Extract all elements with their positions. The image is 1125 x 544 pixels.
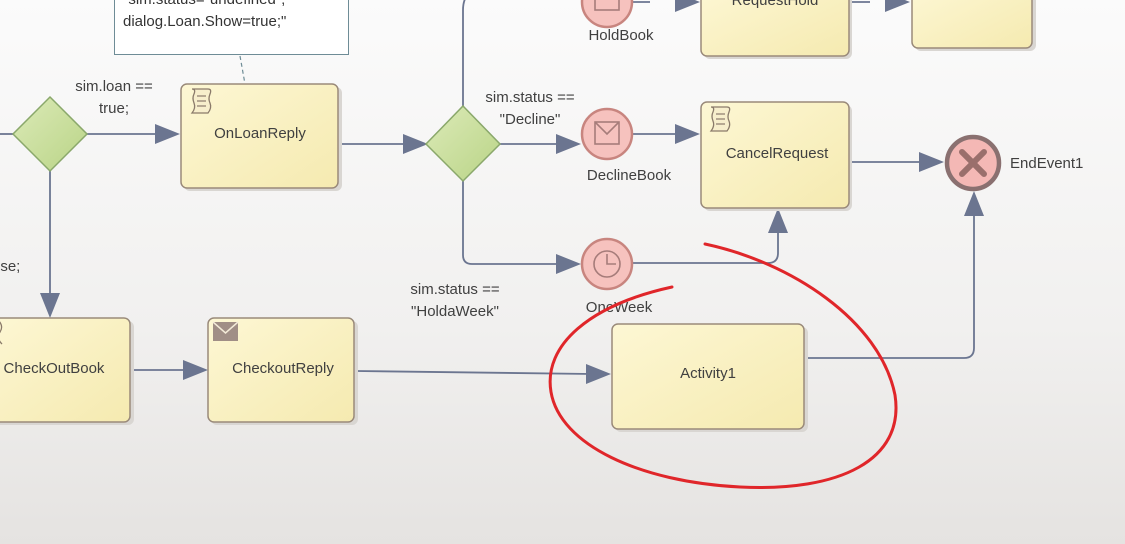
- task-checkout-reply-label: CheckoutReply: [232, 360, 334, 377]
- condition-holdweek-line1: sim.status ==: [410, 281, 499, 298]
- event-hold-book-label: HoldBook: [588, 27, 654, 44]
- condition-else: lse;: [0, 258, 20, 275]
- end-event-label: EndEvent1: [1010, 155, 1083, 172]
- task-on-loan-reply-label: OnLoanReply: [214, 125, 306, 142]
- task-cancel-request[interactable]: CancelRequest: [700, 101, 852, 211]
- note-line-2: dialog.Loan.Show=true;": [123, 13, 287, 30]
- task-check-out-book[interactable]: CheckOutBook: [0, 317, 134, 425]
- script-icon: [709, 106, 731, 132]
- event-decline-book[interactable]: DeclineBook: [580, 107, 672, 184]
- timer-icon: [593, 250, 621, 278]
- script-icon: [0, 321, 3, 345]
- task-check-out-book-label: CheckOutBook: [4, 360, 105, 377]
- task-request-hold-label: RequestHold: [732, 0, 819, 9]
- event-decline-book-label: DeclineBook: [587, 167, 672, 184]
- task-checkout-reply[interactable]: CheckoutReply: [207, 317, 358, 425]
- sequence-flows: [0, 0, 984, 384]
- condition-loan-line1: sim.loan ==: [75, 78, 153, 95]
- script-icon: [190, 88, 212, 114]
- red-annotation-circle: [548, 242, 898, 490]
- condition-decline-line2: "Decline": [500, 111, 561, 128]
- end-event[interactable]: EndEvent1: [944, 134, 1083, 192]
- task-on-loan-reply[interactable]: OnLoanReply: [180, 83, 342, 191]
- task-top-right[interactable]: [911, 0, 1036, 51]
- note-association: [239, 55, 246, 85]
- task-activity1[interactable]: Activity1: [611, 323, 808, 432]
- condition-holdweek-line2: "HoldaWeek": [411, 303, 499, 320]
- condition-decline-line1: sim.status ==: [485, 89, 574, 106]
- exclusive-gateway-status[interactable]: [424, 104, 502, 183]
- task-request-hold[interactable]: RequestHold: [700, 0, 852, 59]
- event-hold-book[interactable]: HoldBook: [580, 0, 654, 44]
- task-activity1-label: Activity1: [680, 365, 736, 382]
- script-note: "sim.status="undefined"; dialog.Loan.Sho…: [114, 0, 349, 55]
- exclusive-gateway-loan[interactable]: [11, 95, 89, 173]
- task-cancel-request-label: CancelRequest: [726, 145, 829, 162]
- envelope-icon: [594, 121, 620, 145]
- condition-loan-line2: true;: [99, 100, 129, 117]
- event-one-week-label: OneWeek: [586, 299, 653, 316]
- close-icon: [959, 149, 987, 177]
- note-line-1: "sim.status="undefined";: [123, 0, 340, 11]
- envelope-icon: [212, 321, 239, 341]
